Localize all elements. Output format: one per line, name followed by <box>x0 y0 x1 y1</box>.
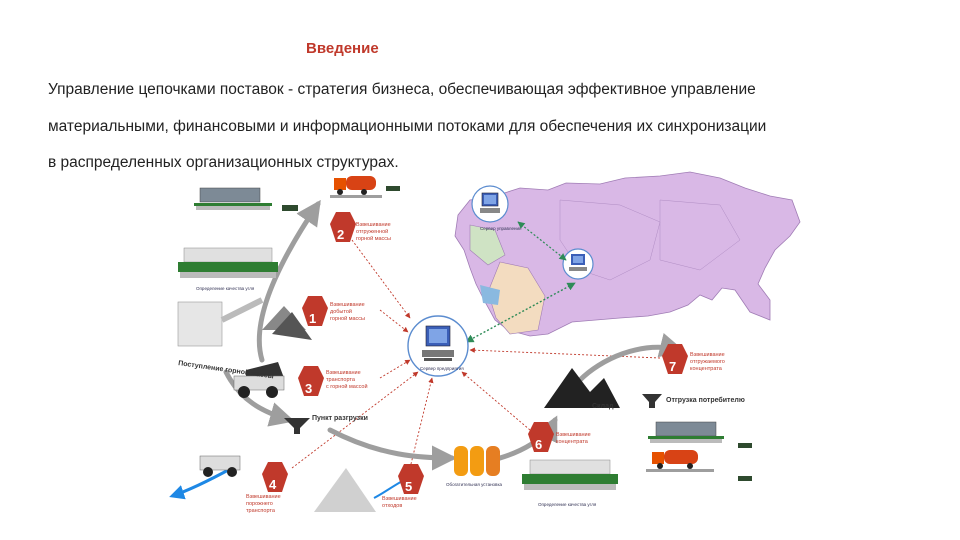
quality-label-top: Определение качества угля <box>196 286 255 291</box>
railcar-icon <box>648 421 724 443</box>
scale-display <box>282 205 298 211</box>
step-caption: транспорта <box>326 377 356 383</box>
step-caption: Взвешивание <box>326 370 361 376</box>
server-icon <box>562 248 594 280</box>
quality-label-bottom: Определение качества угля <box>538 502 597 507</box>
intro-line-2: материальными, финансовыми и информацион… <box>48 118 767 135</box>
step-number: 4 <box>269 477 277 492</box>
processing-label: Обогатительная установка <box>446 482 503 487</box>
step-caption: горной массы <box>356 235 391 242</box>
step-caption: Взвешивание <box>556 432 591 438</box>
weight-step-7: 7 Взвешивание отгружаемого концентрата <box>662 344 725 374</box>
quality-lab-icon <box>178 247 278 278</box>
plant-icon <box>177 297 312 347</box>
intro-line-1: Управление цепочками поставок - стратеги… <box>48 81 756 98</box>
weight-step-4: 4 Взвешивание порожнего транспорта <box>246 462 288 514</box>
step-caption: Взвешивание <box>382 496 417 502</box>
step-caption: Взвешивание <box>246 494 281 500</box>
processing-plant-icon <box>454 446 500 476</box>
step-caption: концентрата <box>690 366 723 372</box>
intro-line-3: в распределенных организационных структу… <box>48 154 399 171</box>
step-caption: Взвешивание <box>690 352 725 358</box>
funnel-icon <box>284 418 310 434</box>
weight-step-5: 5 Взвешивание отходов <box>382 464 424 509</box>
weight-step-1: 1 Взвешивание добытой горной массы <box>302 296 365 326</box>
truck-icon <box>646 450 714 472</box>
info-arrows <box>291 239 661 469</box>
dump-truck-icon <box>199 455 241 477</box>
step-number: 7 <box>669 359 676 374</box>
step-caption: отгружаемого <box>690 359 725 365</box>
warehouse-pile-icon <box>544 368 620 408</box>
quality-lab-icon <box>522 459 618 490</box>
step-caption: транспорта <box>246 508 276 514</box>
step-caption: Взвешивание <box>356 222 391 228</box>
map-server-label: Сервер управления <box>480 226 522 231</box>
step-caption: порожнего <box>246 501 273 507</box>
step-number: 1 <box>309 311 316 326</box>
shipment-label: Отгрузка потребителю <box>666 396 745 404</box>
weight-step-3: 3 Взвешивание транспорта с горной массой <box>298 366 368 396</box>
step-caption: добытой <box>330 308 352 315</box>
step-caption: концентрата <box>556 439 589 445</box>
step-caption: с горной массой <box>326 383 368 390</box>
scale-display <box>738 476 752 481</box>
step-caption: Взвешивание <box>330 302 365 308</box>
slide-title: Введение <box>306 40 379 57</box>
warehouse-label: Склад <box>592 403 614 410</box>
truck-icon <box>330 176 382 198</box>
scale-display <box>386 186 400 191</box>
step-caption: отходов <box>382 503 402 509</box>
funnel-icon <box>642 394 662 408</box>
server-icon <box>471 185 509 223</box>
step-caption: отгруженной <box>356 228 388 235</box>
step-number: 5 <box>405 479 412 494</box>
railcar-icon <box>194 187 272 210</box>
central-server-label: Сервер предприятия <box>420 366 464 371</box>
unloading-label: Пункт разгрузки <box>312 415 368 422</box>
weight-step-2: 2 Взвешивание отгруженной горной массы <box>330 212 391 242</box>
step-number: 2 <box>337 227 344 242</box>
step-caption: горной массы <box>330 315 365 322</box>
scale-display <box>738 443 752 448</box>
step-number: 3 <box>305 381 312 396</box>
waste-pile-icon <box>314 468 376 512</box>
dump-truck-icon <box>233 362 285 398</box>
step-number: 6 <box>535 437 542 452</box>
weight-step-6: 6 Взвешивание концентрата <box>528 422 591 452</box>
server-icon <box>407 315 469 377</box>
